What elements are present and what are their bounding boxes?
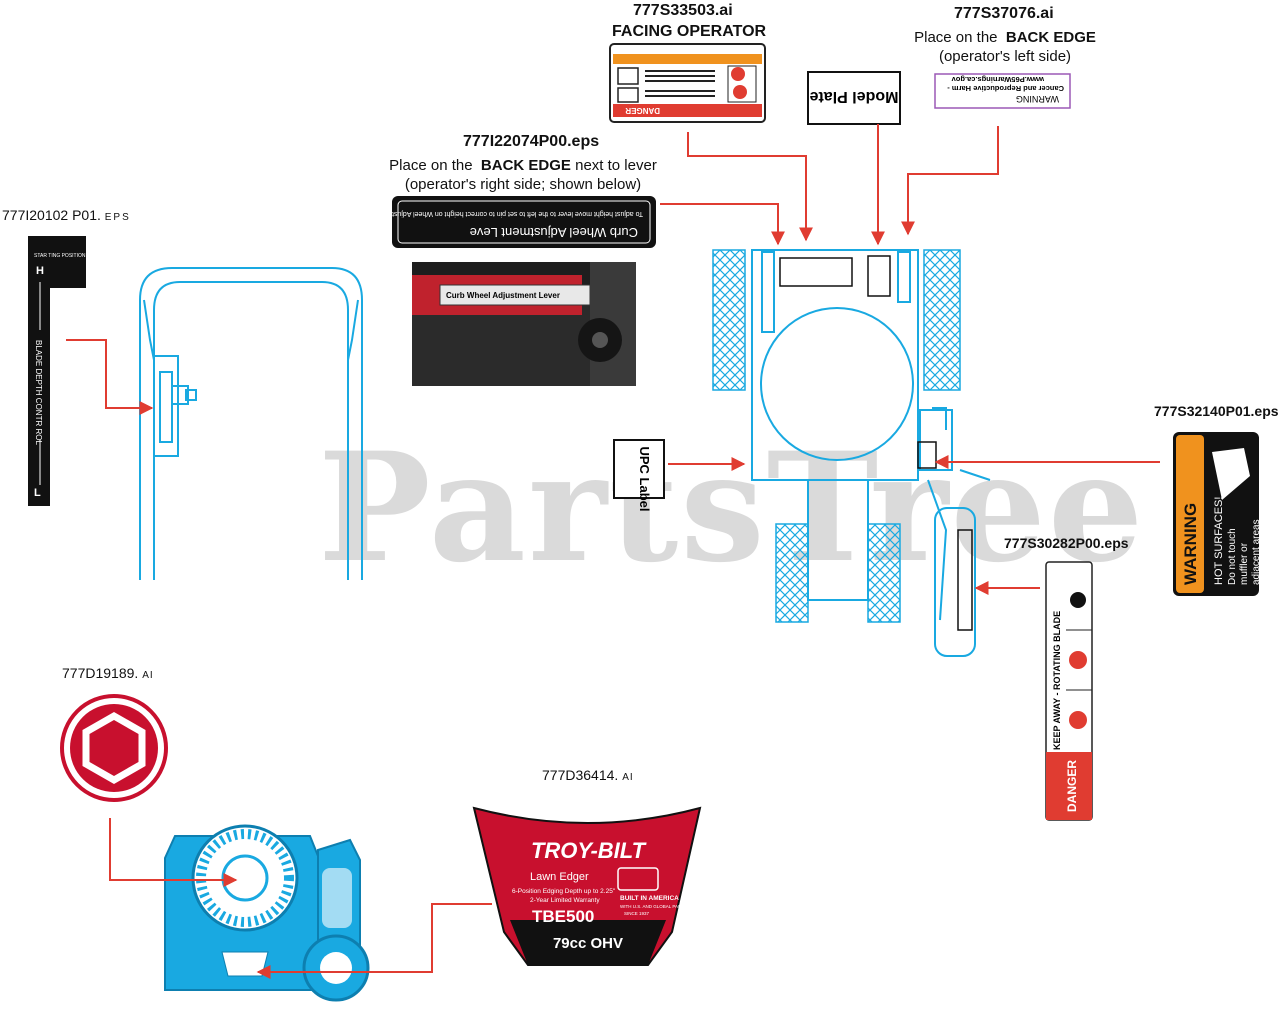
part-number-777s37076: 777S37076.ai	[954, 5, 1054, 22]
part-number-text: 777D36414.	[542, 767, 619, 783]
engine-drawing	[164, 824, 370, 1002]
photo-text: Curb Wheel Adjustment Lever	[446, 291, 560, 300]
warning-text: Cancer and Reproductive Harm -	[947, 84, 1064, 93]
warning-line4: adjacent areas	[1251, 519, 1262, 585]
part-number-777d36414: 777D36414. AI	[542, 767, 634, 783]
part-number-777s33503: 777S33503.ai	[633, 2, 733, 19]
model-text: TBE500	[532, 907, 594, 926]
decal-777s30282: DANGER KEEP AWAY - ROTATING BLADE	[1045, 561, 1093, 821]
caption-bold: BACK EDGE	[1005, 29, 1096, 46]
product-text: Lawn Edger	[530, 871, 589, 883]
watermark: PartsTree	[318, 420, 1146, 596]
leader-arrows	[66, 124, 1160, 979]
warning-word: WARNING	[1181, 503, 1200, 585]
part-number-suffix: AI	[142, 670, 154, 681]
caption-line2: (operator's right side; shown below)	[404, 176, 642, 193]
decal-777s37076: WARNING Cancer and Reproductive Harm - w…	[934, 73, 1071, 109]
upc-label-box: UPC Label	[613, 439, 665, 512]
model-plate-text: Model Plate	[809, 88, 898, 105]
caption-777i22074: Place on the BACK EDGE next to lever (op…	[378, 156, 668, 194]
decal-777i20102: H L BLADE DEPTH CONTR ROL STAR TING POSI…	[28, 236, 86, 506]
decal-top-letter: H	[36, 265, 44, 277]
label-facing-operator: FACING OPERATOR	[612, 23, 767, 40]
danger-text: DANGER	[625, 106, 660, 115]
warning-line2: Do not touch	[1227, 528, 1238, 585]
caption-pre: Place on the	[389, 157, 473, 174]
part-number-suffix: AI	[622, 772, 634, 783]
decal-title: Curb Wheel Adjustment Leve	[470, 225, 638, 240]
since-text: SINCE 1937	[624, 911, 650, 916]
caption-777s37076: Place on the BACK EDGE (operator's left …	[900, 28, 1110, 66]
edger-drawing	[712, 249, 991, 657]
caption-line2: (operator's left side)	[938, 48, 1072, 65]
decal-777d36414: TROY-BILT Lawn Edger 6-Position Edging D…	[472, 806, 702, 966]
upc-label-text: UPC Label	[637, 446, 652, 511]
part-number-text: 777D19189.	[62, 665, 139, 681]
built-text: BUILT IN AMERICA	[620, 895, 679, 902]
part-number-777i20102: 777I20102 P01. EPS	[2, 207, 131, 223]
part-number-text: 777I20102 P01.	[2, 207, 101, 223]
caption-mid: next to lever	[575, 157, 657, 174]
decal-text: To adjust height move lever to the left …	[304, 210, 643, 217]
engine-text: 79cc OHV	[553, 935, 623, 952]
warning-line1: HOT SURFACES!	[1213, 497, 1225, 585]
spec1-text: 6-Position Edging Depth up to 2.25"	[512, 888, 616, 895]
decal-777d19189	[60, 694, 168, 802]
blade-text: KEEP AWAY - ROTATING BLADE	[1052, 611, 1062, 750]
warning-title: WARNING	[1016, 94, 1059, 104]
decal-777s33503: DANGER	[609, 43, 766, 123]
caption-bold: BACK EDGE	[480, 157, 571, 174]
decal-bottom-letter: L	[34, 487, 41, 499]
part-number-777i22074: 777I22074P00.eps	[463, 133, 600, 150]
warning-url: www.P65Warnings.ca.gov	[951, 75, 1045, 84]
decal-777i22074: Curb Wheel Adjustment Leve To adjust hei…	[304, 196, 656, 248]
danger-text: DANGER	[1065, 760, 1079, 812]
brand-text: TROY-BILT	[531, 838, 647, 863]
spec2-text: 2-Year Limited Warranty	[530, 897, 600, 904]
lever-photo: Curb Wheel Adjustment Lever	[412, 262, 636, 386]
decal-777s32140: WARNING HOT SURFACES! Do not touch muffl…	[1173, 432, 1262, 596]
caption-pre: Place on the	[914, 29, 998, 46]
part-number-777s32140: 777S32140P01.eps	[1154, 403, 1279, 419]
part-number-777s30282: 777S30282P00.eps	[1004, 535, 1129, 551]
part-number-suffix: EPS	[104, 212, 131, 223]
decal-text: BLADE DEPTH CONTR ROL	[34, 340, 43, 445]
warning-line3: muffler or	[1239, 542, 1250, 585]
built-sub-text: WITH U.S. AND GLOBAL PARTS	[620, 904, 687, 909]
decal-start: STAR TING POSITION	[34, 253, 86, 259]
part-number-777d19189: 777D19189. AI	[62, 665, 154, 681]
handle-drawing	[139, 267, 363, 580]
model-plate-box: Model Plate	[807, 71, 901, 125]
